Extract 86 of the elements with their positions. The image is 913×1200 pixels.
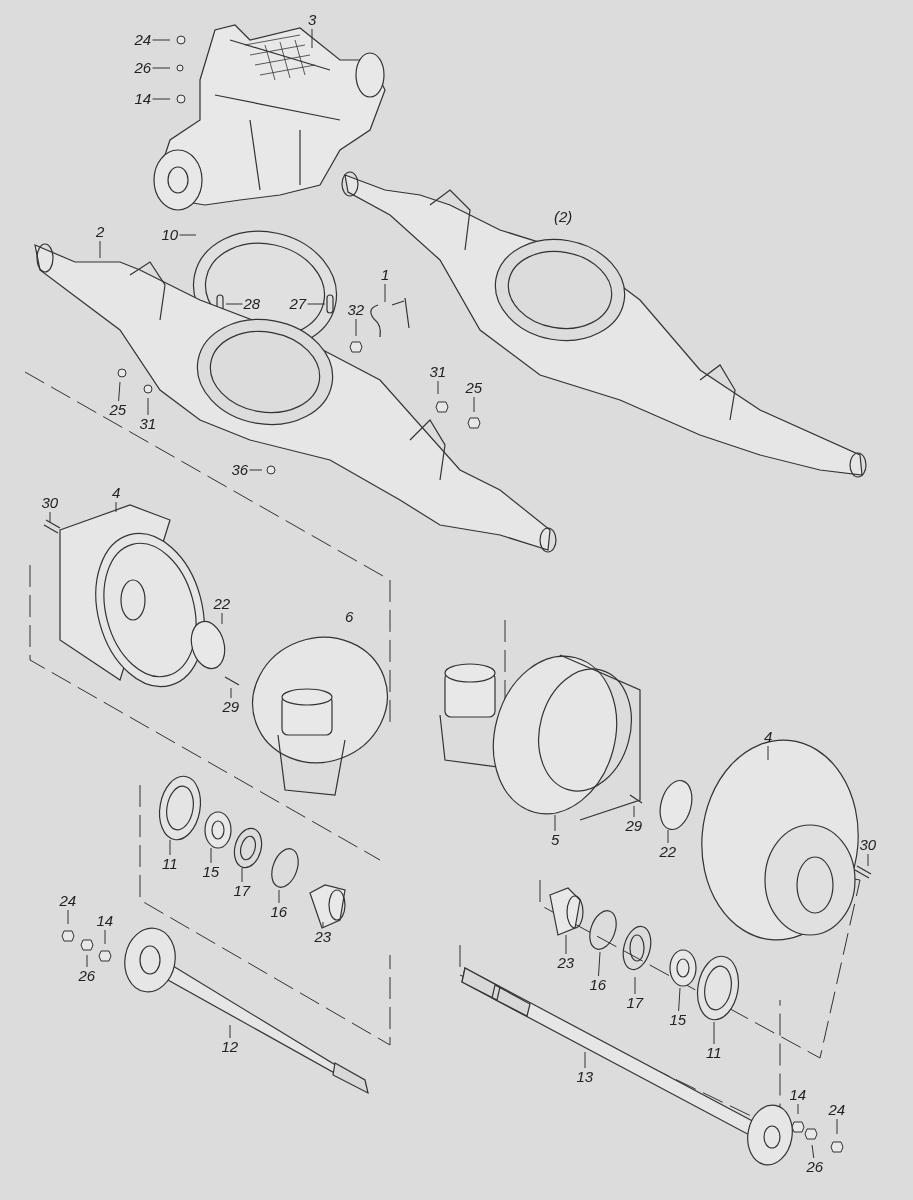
callout-number: 36 [230, 461, 250, 479]
leader-line [152, 98, 171, 100]
leader-line [67, 909, 69, 925]
leader-line [311, 28, 313, 49]
leader-line [584, 1051, 586, 1069]
callout-number: 26 [133, 59, 153, 77]
callout-number: 22 [212, 595, 232, 613]
callout-number: 31 [428, 363, 448, 381]
callout-number: 27 [288, 295, 308, 313]
callout-number: (2) [553, 208, 574, 226]
leader-line [249, 469, 263, 471]
callout-number: 3 [307, 11, 318, 29]
leader-line [767, 745, 769, 761]
callout-number: 22 [658, 843, 678, 861]
leader-line [565, 934, 567, 955]
leader-line [152, 67, 171, 69]
callout-number: 29 [624, 817, 644, 835]
leader-line [147, 397, 149, 416]
leader-line [225, 303, 243, 305]
leader-line [713, 1021, 715, 1045]
leader-line [867, 853, 869, 867]
leader-line [152, 39, 171, 41]
callout-number: 24 [827, 1101, 847, 1119]
callout-number: 16 [269, 903, 289, 921]
callout-number: 6 [344, 608, 355, 626]
callout-number: 15 [668, 1011, 688, 1029]
leader-line [99, 240, 101, 259]
callout-number: 25 [108, 401, 128, 419]
leader-line [811, 1144, 815, 1159]
callout-number: 17 [625, 994, 645, 1012]
callout-number: 11 [161, 855, 179, 873]
leader-line [678, 987, 681, 1012]
callout-number: 13 [575, 1068, 595, 1086]
leader-line [384, 283, 386, 303]
leader-line [598, 951, 601, 977]
callout-number: 24 [58, 892, 78, 910]
callout-number: 31 [138, 415, 158, 433]
callout-number: 17 [232, 882, 252, 900]
leader-line [230, 687, 232, 699]
leader-line [355, 318, 357, 337]
callout-number: 16 [588, 976, 608, 994]
callout-number: 14 [788, 1086, 808, 1104]
leader-line [241, 867, 243, 883]
leader-line [210, 847, 212, 864]
leader-line [104, 929, 106, 945]
leader-line [229, 1024, 231, 1039]
callout-number: 4 [763, 728, 774, 746]
leader-line [633, 805, 635, 818]
leader-line [307, 303, 326, 305]
callout-number: 4 [111, 484, 122, 502]
leader-line [118, 381, 121, 402]
leader-line [797, 1103, 799, 1115]
leader-line [278, 889, 280, 904]
callout-number: 29 [221, 698, 241, 716]
callout-number: 32 [346, 301, 366, 319]
leader-line [554, 814, 556, 832]
leader-line [322, 921, 324, 929]
leader-line [634, 976, 636, 995]
leader-line [115, 501, 117, 513]
leader-line [667, 829, 669, 844]
callout-number: 14 [95, 912, 115, 930]
leader-line [179, 234, 197, 236]
leader-line [473, 396, 475, 413]
callout-number: 26 [77, 967, 97, 985]
callout-number: 14 [133, 90, 153, 108]
callout-number: 15 [201, 863, 221, 881]
callout-number: 28 [242, 295, 262, 313]
leader-line [437, 380, 439, 395]
callout-number: 26 [805, 1158, 825, 1176]
callout-number: 10 [160, 226, 180, 244]
leader-line [169, 839, 171, 856]
leader-line [221, 612, 223, 625]
callout-number: 30 [40, 494, 60, 512]
leader-line [86, 954, 88, 968]
leader-line [836, 1118, 838, 1135]
callout-number: 11 [705, 1044, 723, 1062]
leader-line [49, 511, 51, 523]
callout-number: 25 [464, 379, 484, 397]
callout-number: 30 [858, 836, 878, 854]
callout-number: 5 [550, 831, 561, 849]
callout-number: 24 [133, 31, 153, 49]
callout-number: 2 [95, 223, 106, 241]
callout-number: 12 [220, 1038, 240, 1056]
callout-number: 23 [313, 928, 333, 946]
callout-number: 1 [380, 266, 391, 284]
callout-number: 23 [556, 954, 576, 972]
